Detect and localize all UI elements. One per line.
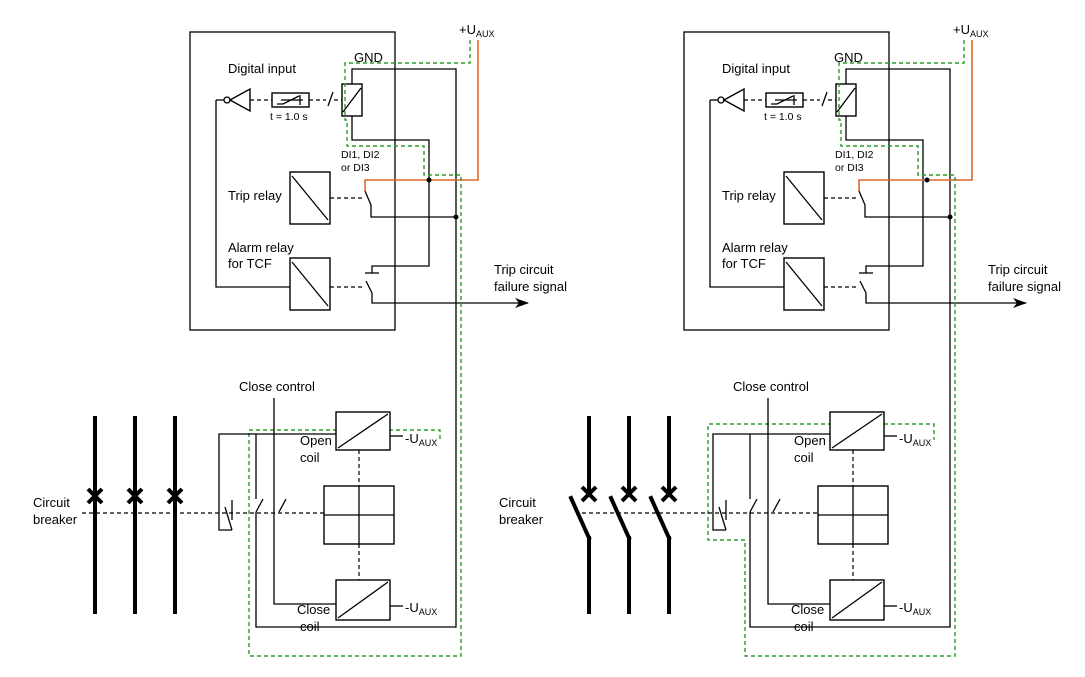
aux-contact-b [749, 498, 758, 513]
pole-cross-3 [660, 485, 678, 503]
aux-contact-c [772, 498, 781, 513]
di-label-1: DI1, DI2 [835, 149, 874, 161]
alarm-relay-label-1: Alarm relay [228, 240, 294, 255]
input-buffer-triangle [722, 87, 745, 113]
breaker-poles [82, 416, 324, 614]
input-buffer-triangle [228, 87, 251, 113]
gnd-label: GND [834, 50, 863, 65]
open-coil-label-2: coil [794, 450, 814, 465]
supervision-path [707, 40, 965, 657]
alarm-relay-label-1: Alarm relay [722, 240, 788, 255]
digital-input-label: Digital input [722, 61, 790, 76]
uaux-minus-open: -UAUX [405, 431, 437, 448]
digital-input-chain: t = 1.0 s DI1, DI2 or DI3 [709, 68, 951, 288]
close-coil-label-1: Close [297, 602, 330, 617]
relay-enclosure [683, 31, 890, 331]
digital-input-label: Digital input [228, 61, 296, 76]
close-coil-label-2: coil [794, 619, 814, 634]
alarm-relay-label-2: for TCF [228, 256, 272, 271]
di-contact [327, 91, 334, 107]
pole-cross-3 [166, 487, 184, 505]
aux-contact-a [224, 506, 233, 531]
circuit-breaker-label-1: Circuit [33, 495, 70, 510]
panel-breaker-closed: +UAUX GND Digital input t = 1.0 s DI1, D… [33, 22, 567, 657]
di-contact [821, 91, 828, 107]
tcf-label-1: Trip circuit [494, 262, 554, 277]
aux-contact-b [255, 498, 264, 513]
pole-cross-2 [126, 487, 144, 505]
junction-trip [947, 214, 953, 220]
tcf-label-2: failure signal [494, 279, 567, 294]
supervision-path [248, 40, 471, 657]
junction-trip [453, 214, 459, 220]
relay-enclosure [189, 31, 396, 331]
uaux-plus-label: +UAUX [459, 22, 495, 39]
pole-cross-2 [620, 485, 638, 503]
circuit-breaker-label-2: breaker [33, 512, 78, 527]
breaker-poles [568, 416, 818, 614]
aux-contact-a [718, 506, 727, 531]
trip-relay-label: Trip relay [228, 188, 282, 203]
open-coil-label-1: Open [794, 433, 826, 448]
alarm-relay-label-2: for TCF [722, 256, 766, 271]
uaux-minus-close: -UAUX [405, 600, 437, 617]
aux-contact-c [278, 498, 287, 513]
open-coil-label-1: Open [300, 433, 332, 448]
junction-di [426, 177, 432, 183]
tcf-label-2: failure signal [988, 279, 1061, 294]
pole-cross-1 [580, 485, 598, 503]
di-label-2: or DI3 [341, 162, 370, 174]
circuit-breaker-label-2: breaker [499, 512, 544, 527]
junction-di [924, 177, 930, 183]
pole-cross-1 [86, 487, 104, 505]
digital-input-chain: t = 1.0 s DI1, DI2 or DI3 [215, 68, 457, 288]
circuit-breaker-label-1: Circuit [499, 495, 536, 510]
uaux-minus-open: -UAUX [899, 431, 931, 448]
timer-label: t = 1.0 s [764, 111, 802, 123]
trip-relay-coil [783, 171, 825, 225]
tcf-label-1: Trip circuit [988, 262, 1048, 277]
uaux-minus-close: -UAUX [899, 600, 931, 617]
timer-label: t = 1.0 s [270, 111, 308, 123]
close-coil-label-1: Close [791, 602, 824, 617]
di-label-2: or DI3 [835, 162, 864, 174]
close-coil-label-2: coil [300, 619, 320, 634]
close-control-label: Close control [733, 379, 809, 394]
di-label-1: DI1, DI2 [341, 149, 380, 161]
trip-relay-label: Trip relay [722, 188, 776, 203]
gnd-label: GND [354, 50, 383, 65]
uaux-plus-label: +UAUX [953, 22, 989, 39]
panel-breaker-open: +UAUX GND Digital input t = 1.0 s DI1, D… [499, 22, 1061, 657]
close-control-label: Close control [239, 379, 315, 394]
open-coil-label-2: coil [300, 450, 320, 465]
